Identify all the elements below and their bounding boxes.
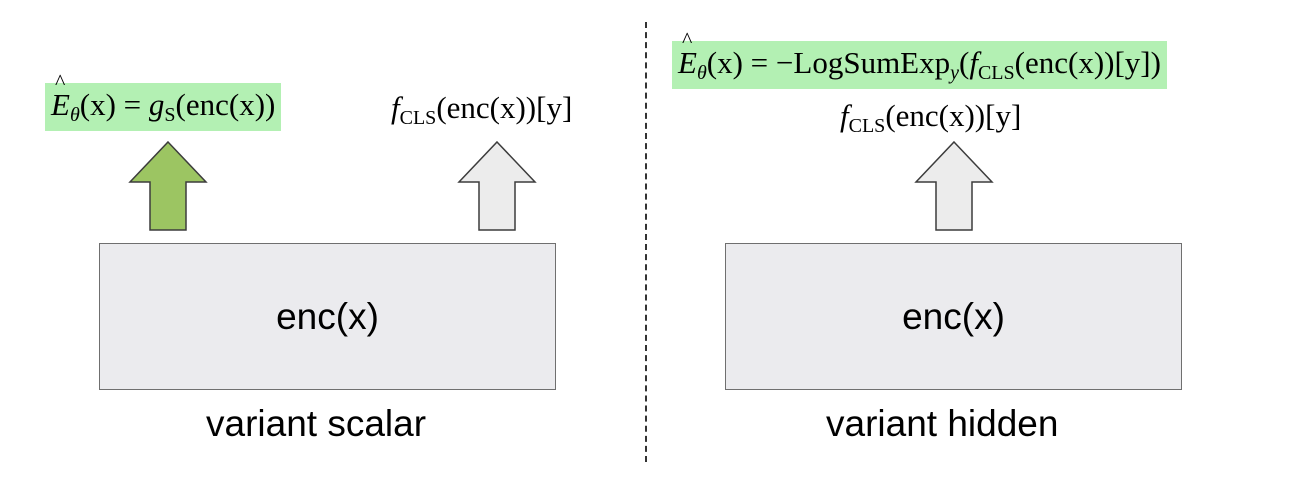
formula-arg: (x) [706, 45, 743, 80]
variant-scalar-panel: Eθ(x) = gS(enc(x)) fCLS(enc(x))[y] enc(x… [0, 0, 645, 480]
classifier-label-hidden: fCLS(enc(x))[y] [840, 98, 1021, 138]
panel-divider [645, 22, 647, 462]
formula-lhs: E [51, 69, 70, 123]
classifier-label-scalar: fCLS(enc(x))[y] [391, 90, 572, 130]
classifier-rest: (enc(x))[y] [885, 98, 1022, 133]
classifier-f: f [840, 98, 849, 133]
encoder-box-hidden: enc(x) [725, 243, 1182, 390]
encoder-label: enc(x) [902, 295, 1005, 337]
formula-g: g [148, 87, 165, 122]
classifier-sub: CLS [848, 115, 886, 137]
formula-eq: = [115, 87, 149, 122]
formula-rhs: (enc(x)) [175, 87, 276, 122]
formula-lse: LogSumExp [793, 45, 951, 80]
formula-eq: = − [742, 45, 794, 80]
formula-theta: θ [69, 104, 80, 126]
formula-rest: (enc(x))[y]) [1014, 45, 1161, 80]
classifier-f: f [391, 90, 400, 125]
classifier-sub: CLS [399, 107, 437, 129]
encoder-box-scalar: enc(x) [99, 243, 556, 390]
formula-lhs: E [678, 27, 697, 81]
formula-open: ( [959, 45, 970, 80]
caption-variant-hidden: variant hidden [826, 403, 1059, 444]
encoder-label: enc(x) [276, 295, 379, 337]
gray-arrow-shape [457, 140, 537, 231]
formula-f-sub: CLS [977, 62, 1015, 84]
energy-formula-hidden: Eθ(x) = −LogSumExpy(fCLS(enc(x))[y]) [672, 27, 1167, 90]
energy-formula-scalar: Eθ(x) = gS(enc(x)) [45, 69, 282, 132]
classifier-output-arrow [914, 140, 994, 231]
formula-lse-sub: y [950, 62, 960, 84]
caption-variant-scalar: variant scalar [206, 403, 427, 444]
formula-arg: (x) [79, 87, 116, 122]
classifier-output-arrow [457, 140, 537, 231]
energy-output-arrow [128, 140, 208, 231]
classifier-rest: (enc(x))[y] [436, 90, 573, 125]
formula-g-sub: S [164, 104, 176, 126]
formula-theta: θ [696, 62, 707, 84]
formula-f: f [969, 45, 978, 80]
green-arrow-shape [128, 140, 208, 231]
formula-highlight: Eθ(x) = −LogSumExpy(fCLS(enc(x))[y]) [672, 27, 1167, 89]
formula-highlight: Eθ(x) = gS(enc(x)) [45, 69, 282, 131]
variant-hidden-panel: Eθ(x) = −LogSumExpy(fCLS(enc(x))[y]) fCL… [648, 0, 1298, 480]
gray-arrow-shape [914, 140, 994, 231]
